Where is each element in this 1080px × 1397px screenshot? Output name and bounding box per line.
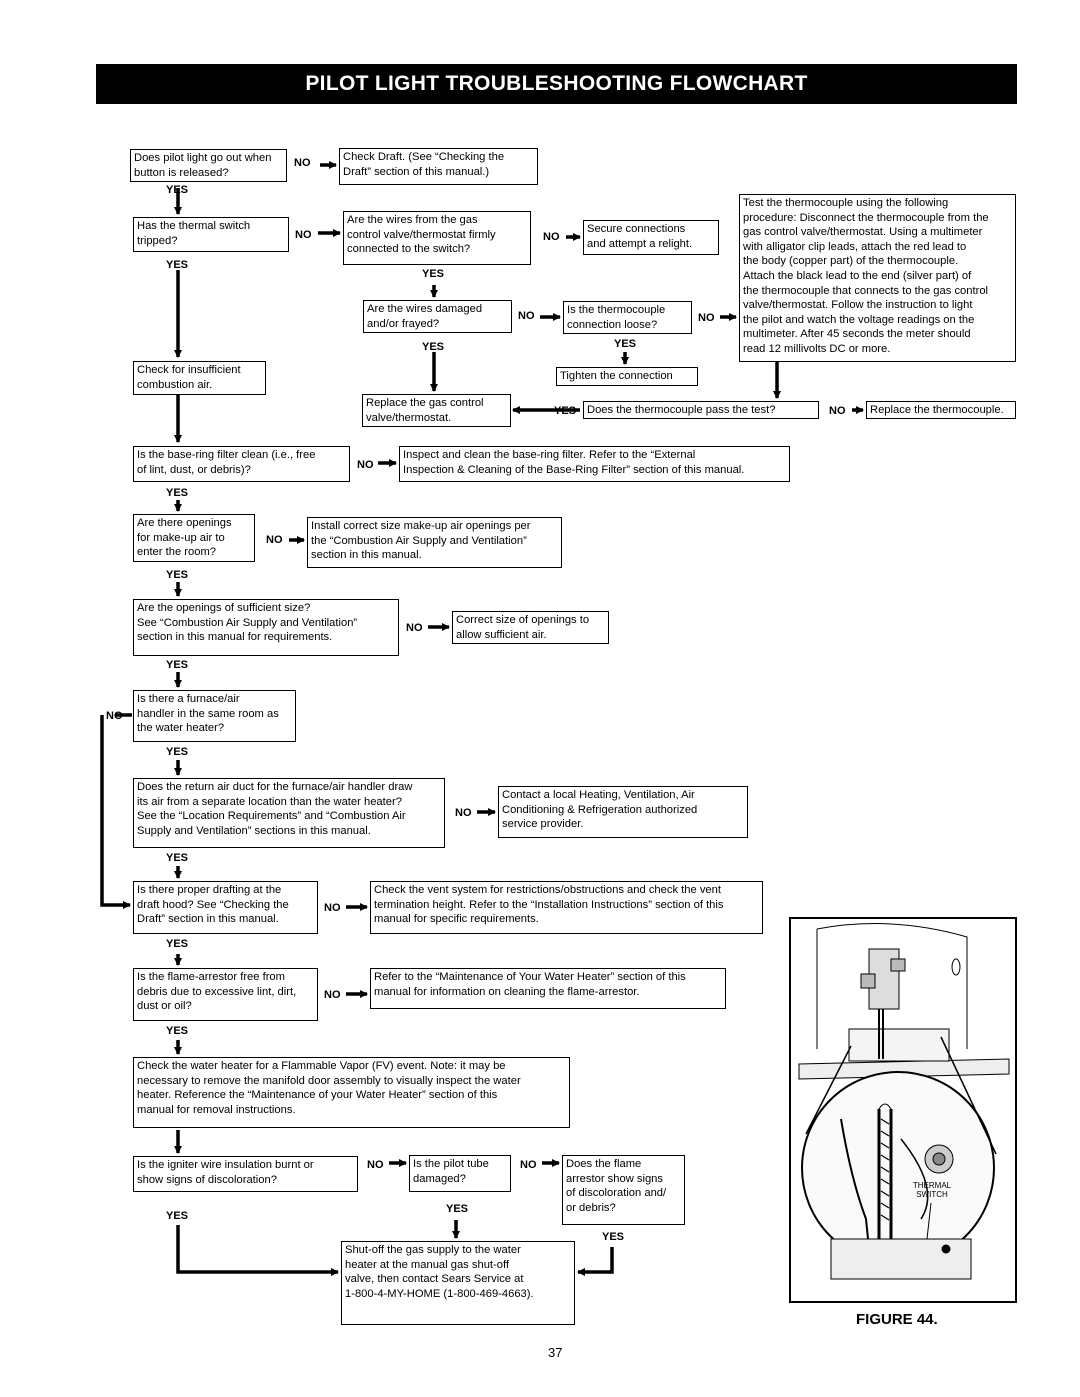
yes-label: YES	[422, 341, 445, 353]
no-label: NO	[295, 229, 312, 241]
q-proper-drafting: Is there proper drafting at the draft ho…	[133, 881, 318, 934]
yes-label: YES	[602, 1231, 625, 1243]
yes-label: YES	[166, 1210, 189, 1222]
no-label: NO	[294, 157, 311, 169]
no-label: NO	[829, 405, 846, 417]
inspect-base-ring-filter-box: Inspect and clean the base-ring filter. …	[399, 446, 790, 482]
q-flame-arrestor-discoloration: Does the flame arrestor show signs of di…	[562, 1155, 685, 1225]
install-make-up-air-box: Install correct size make-up air opening…	[307, 517, 562, 568]
yes-label: YES	[166, 852, 189, 864]
no-label: NO	[324, 989, 341, 1001]
no-label: NO	[455, 807, 472, 819]
no-label: NO	[266, 534, 283, 546]
contact-hvac-box: Contact a local Heating, Ventilation, Ai…	[498, 786, 748, 838]
check-fv-event-box: Check the water heater for a Flammable V…	[133, 1057, 570, 1128]
replace-gas-control-box: Replace the gas control valve/thermostat…	[362, 394, 511, 427]
test-thermocouple-procedure: Test the thermocouple using the followin…	[739, 194, 1016, 362]
yes-label: YES	[166, 184, 189, 196]
check-combustion-air-box: Check for insufficient combustion air.	[133, 361, 266, 395]
figure-44-photo	[789, 917, 1017, 1303]
yes-label: YES	[166, 1025, 189, 1037]
yes-label: YES	[422, 268, 445, 280]
yes-label: YES	[166, 746, 189, 758]
maintenance-flame-arrestor-box: Refer to the “Maintenance of Your Water …	[370, 968, 726, 1009]
thermal-switch-callout: THERMAL SWITCH	[912, 1181, 952, 1199]
no-label: NO	[106, 710, 123, 722]
q-thermocouple-loose: Is the thermocouple connection loose?	[563, 301, 692, 334]
yes-label: YES	[166, 938, 189, 950]
shut-off-gas-box: Shut-off the gas supply to the water hea…	[341, 1241, 575, 1325]
page-title: PILOT LIGHT TROUBLESHOOTING FLOWCHART	[96, 64, 1017, 104]
no-label: NO	[367, 1159, 384, 1171]
yes-label: YES	[166, 659, 189, 671]
no-label: NO	[518, 310, 535, 322]
q-wires-connected: Are the wires from the gas control valve…	[343, 211, 531, 265]
check-draft-box: Check Draft. (See “Checking the Draft” s…	[339, 148, 538, 185]
q-furnace-same-room: Is there a furnace/air handler in the sa…	[133, 690, 296, 742]
no-label: NO	[520, 1159, 537, 1171]
no-label: NO	[357, 459, 374, 471]
yes-label: YES	[166, 487, 189, 499]
q-return-air-duct: Does the return air duct for the furnace…	[133, 778, 445, 848]
no-label: NO	[406, 622, 423, 634]
yes-label: YES	[554, 405, 577, 417]
flow-connector	[577, 1247, 614, 1276]
q-thermal-switch-tripped: Has the thermal switch tripped?	[133, 217, 289, 252]
q-base-ring-filter-clean: Is the base-ring filter clean (i.e., fre…	[133, 446, 350, 482]
replace-thermocouple-box: Replace the thermocouple.	[866, 401, 1016, 419]
tighten-connection-box: Tighten the connection	[556, 367, 698, 386]
yes-label: YES	[166, 569, 189, 581]
q-openings-sufficient-size: Are the openings of sufficient size? See…	[133, 599, 399, 656]
no-label: NO	[698, 312, 715, 324]
page-number: 37	[548, 1345, 563, 1360]
secure-connections-box: Secure connections and attempt a relight…	[583, 220, 719, 255]
water-heater-illustration	[798, 923, 1010, 1280]
q-pilot-tube-damaged: Is the pilot tube damaged?	[409, 1155, 511, 1192]
q-make-up-air-openings: Are there openings for make-up air to en…	[133, 514, 255, 562]
figure-caption: FIGURE 44.	[856, 1311, 938, 1328]
flow-connector	[100, 715, 131, 909]
q-igniter-wire-burnt: Is the igniter wire insulation burnt or …	[133, 1156, 358, 1192]
no-label: NO	[543, 231, 560, 243]
check-vent-system-box: Check the vent system for restrictions/o…	[370, 881, 763, 934]
q-thermocouple-pass-test: Does the thermocouple pass the test?	[583, 401, 819, 419]
yes-label: YES	[446, 1203, 469, 1215]
no-label: NO	[324, 902, 341, 914]
q-flame-arrestor-free: Is the flame-arrestor free from debris d…	[133, 968, 318, 1021]
q-pilot-goes-out: Does pilot light go out when button is r…	[130, 149, 287, 182]
yes-label: YES	[614, 338, 637, 350]
flow-connector	[176, 1225, 339, 1276]
q-wires-damaged: Are the wires damaged and/or frayed?	[363, 300, 512, 333]
yes-label: YES	[166, 259, 189, 271]
correct-openings-box: Correct size of openings to allow suffic…	[452, 611, 609, 644]
